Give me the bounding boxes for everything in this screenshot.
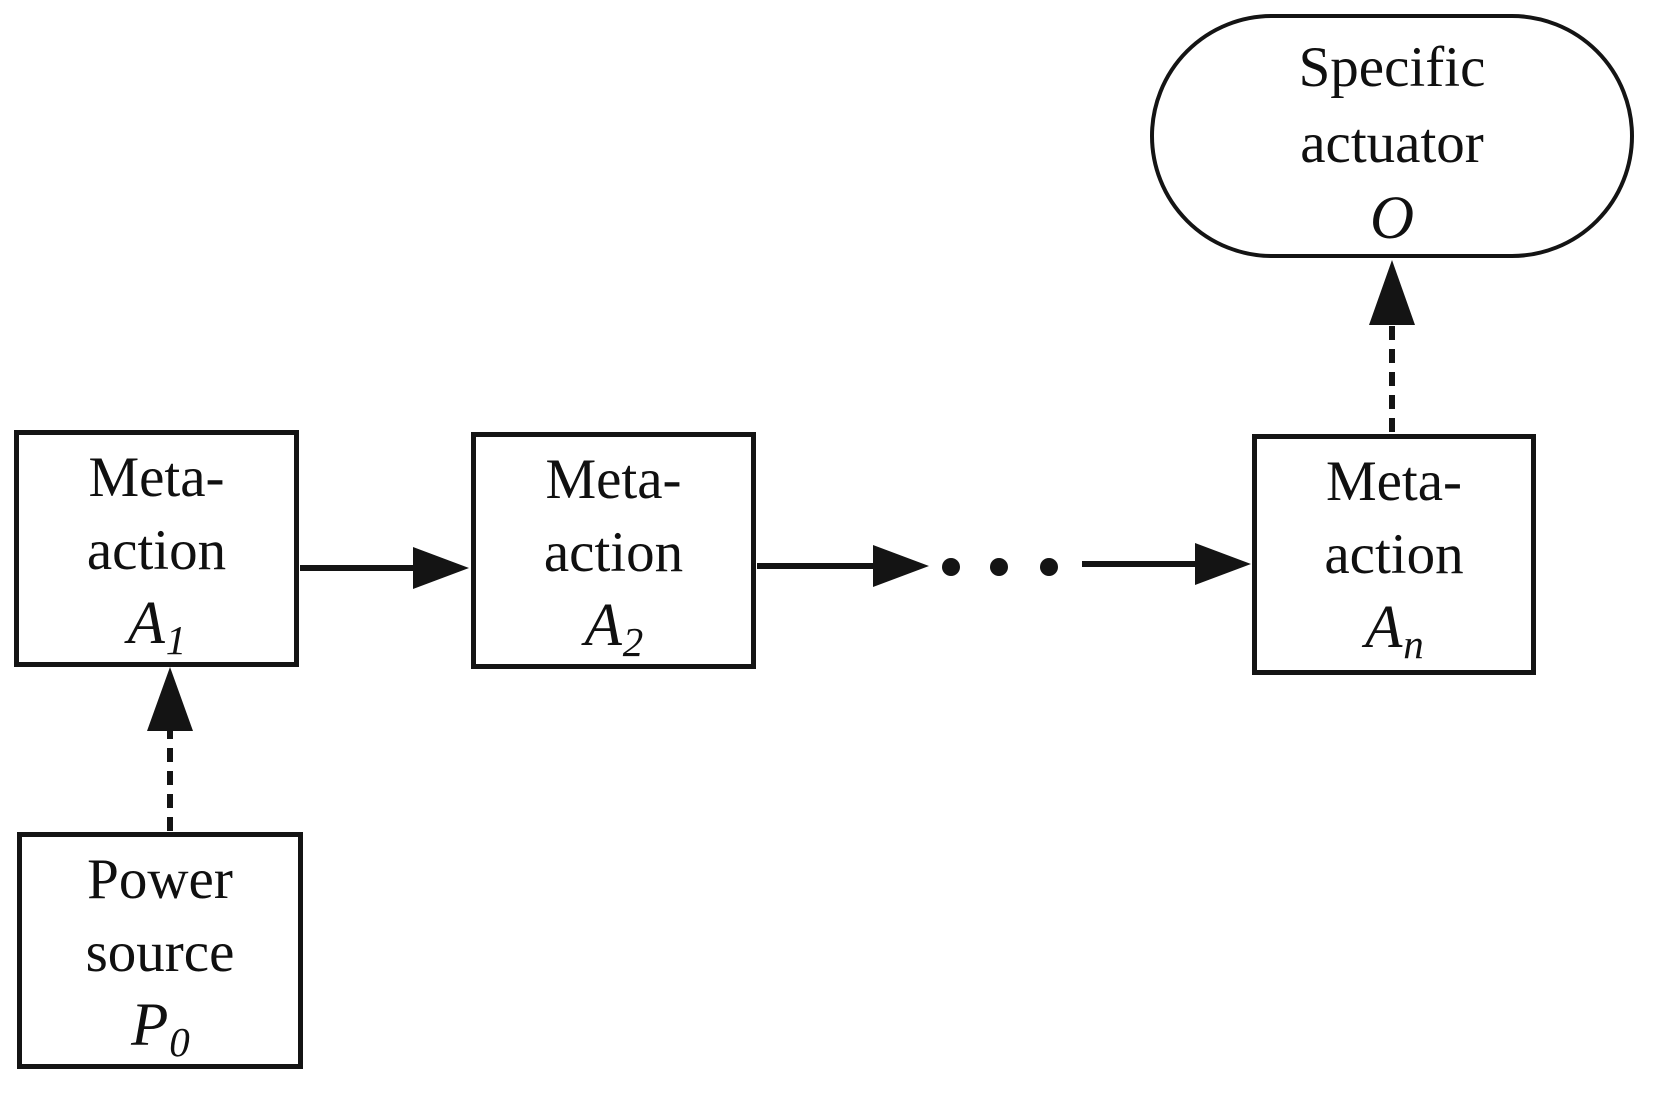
node-symbol: A1 xyxy=(127,590,187,664)
node-label-line: Specific xyxy=(1298,36,1486,99)
ellipsis-dots xyxy=(942,558,1058,576)
node-symbol: A2 xyxy=(584,592,644,666)
node-label-line: action xyxy=(543,521,684,584)
node-label-line: Meta- xyxy=(88,446,225,509)
arrow-power-to-meta1 xyxy=(147,667,193,831)
node-label-line: Meta- xyxy=(1325,450,1463,513)
node-symbol: P0 xyxy=(131,992,190,1066)
node-label-line: action xyxy=(1324,523,1464,586)
node-label-line: source xyxy=(85,921,235,984)
node-label-line: Power xyxy=(87,848,233,911)
arrow-meta2-to-ellipsis xyxy=(757,545,929,587)
arrow-ellipsis-to-metan xyxy=(1082,543,1251,585)
node-meta-action-2: Meta- action A2 xyxy=(471,432,756,669)
node-symbol: An xyxy=(1365,594,1424,668)
node-specific-actuator: Specific actuator O xyxy=(1150,14,1634,258)
node-meta-action-1: Meta- action A1 xyxy=(14,430,299,667)
node-meta-action-n: Meta- action An xyxy=(1252,434,1536,675)
node-label-line: action xyxy=(86,519,227,582)
node-symbol: O xyxy=(1369,185,1415,252)
node-label-line: actuator xyxy=(1300,112,1484,175)
arrow-metan-to-actuator xyxy=(1369,260,1415,432)
node-power-source: Power source P0 xyxy=(17,832,303,1069)
arrow-meta1-to-meta2 xyxy=(300,547,469,589)
node-label-line: Meta- xyxy=(545,448,682,511)
